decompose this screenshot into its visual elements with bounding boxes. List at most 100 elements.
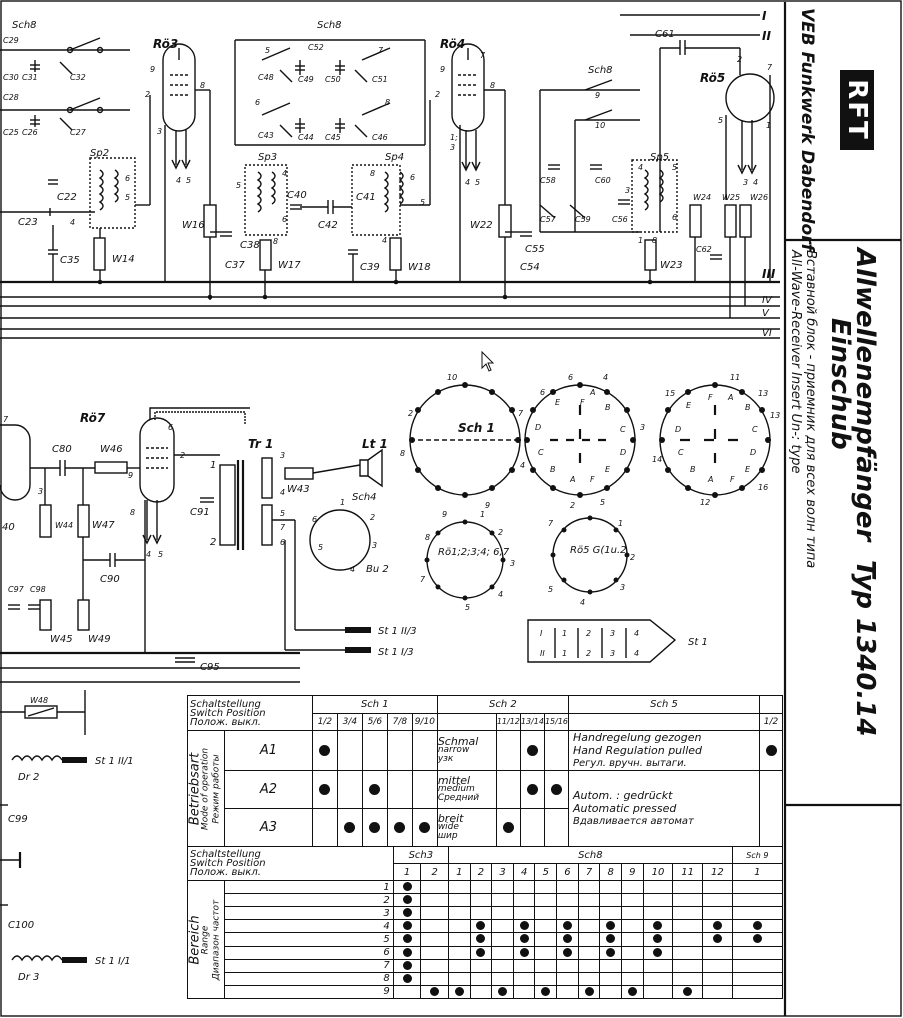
svg-text:5: 5 [718, 116, 723, 125]
range-cell [620, 945, 644, 960]
dot-marker [562, 921, 572, 931]
range-cell [577, 919, 601, 934]
range-number: 2 [224, 893, 394, 908]
dot-marker [765, 744, 777, 756]
dot-marker [369, 783, 381, 795]
svg-text:3: 3 [157, 127, 162, 136]
table-row: 8 [188, 971, 784, 986]
mouse-cursor-icon [481, 350, 495, 372]
dot-marker [519, 947, 529, 957]
range-number: 7 [224, 958, 394, 973]
tube-label: Rö3 [153, 37, 178, 51]
svg-text:4: 4 [520, 461, 525, 470]
dot-marker [319, 744, 331, 756]
range-cell [599, 932, 622, 947]
svg-text:5: 5 [265, 46, 270, 55]
resistor-label: W18 [408, 262, 431, 273]
resistor-label: W14 [112, 254, 135, 265]
svg-text:C54: C54 [520, 262, 540, 273]
range-cell [731, 971, 784, 986]
range-cell [731, 919, 784, 934]
svg-text:6: 6 [168, 423, 173, 432]
svg-text:C80: C80 [52, 444, 72, 455]
dot-marker [402, 960, 412, 970]
svg-text:1: 1 [340, 498, 345, 507]
resistor-label: W22 [470, 220, 493, 231]
svg-text:B: B [605, 403, 611, 412]
range-cell [420, 879, 449, 895]
svg-text:9: 9 [485, 501, 490, 510]
svg-text:2: 2 [586, 649, 591, 658]
svg-text:C50: C50 [325, 75, 341, 84]
svg-text:4: 4 [382, 236, 387, 245]
svg-text:C31: C31 [22, 73, 38, 82]
svg-text:C30: C30 [3, 73, 19, 82]
svg-text:7: 7 [378, 46, 384, 55]
switch-label: Sch8 [588, 65, 613, 76]
svg-text:8: 8 [490, 81, 495, 90]
svg-text:4: 4 [498, 590, 503, 599]
svg-text:6: 6 [672, 213, 677, 222]
range-cell [731, 879, 784, 895]
svg-text:C90: C90 [100, 574, 120, 585]
svg-text:16: 16 [758, 483, 768, 492]
svg-text:7: 7 [518, 409, 524, 418]
mode-table: Schaltstellung Switch Position Полож. вы… [187, 695, 783, 847]
socket-label: Bu 2 [366, 564, 389, 575]
range-cell [512, 919, 536, 934]
resistor-label: W16 [182, 220, 205, 231]
svg-text:C: C [538, 448, 544, 457]
svg-text:4: 4 [146, 550, 151, 559]
range-cell [447, 932, 471, 947]
range-cell [491, 984, 514, 1000]
sch3-header: Sch3 [392, 846, 449, 864]
range-cell [642, 893, 674, 908]
coil-label: Sp2 [90, 148, 109, 159]
range-cell [420, 906, 449, 921]
sch5-header: Sch 5 [568, 695, 760, 714]
range-cell [620, 958, 644, 973]
resistor-label: W24 [693, 193, 711, 202]
range-cell [620, 879, 644, 895]
svg-text:6: 6 [125, 174, 130, 183]
range-cell [556, 971, 579, 986]
switch-label: Sch 1 [458, 421, 495, 435]
resistor-label: W47 [92, 520, 115, 531]
dot-marker [683, 986, 693, 996]
range-cell [512, 958, 536, 973]
range-cell [556, 879, 579, 895]
svg-text:4: 4 [350, 565, 355, 574]
range-cell [534, 971, 558, 986]
dot-marker [476, 934, 486, 944]
dot-marker [402, 895, 412, 905]
range-cell [702, 984, 733, 1000]
svg-text:C55: C55 [525, 244, 545, 255]
bus-label: II [762, 29, 771, 43]
dot-marker [526, 744, 538, 756]
range-cell [642, 919, 674, 934]
range-cell [469, 879, 493, 895]
range-cell [534, 958, 558, 973]
range-cell [420, 932, 449, 947]
svg-text:II: II [540, 649, 545, 658]
svg-text:C44: C44 [298, 133, 314, 142]
svg-text:5: 5 [548, 585, 553, 594]
dot-marker [653, 921, 663, 931]
range-cell [491, 879, 514, 895]
svg-text:4: 4 [465, 178, 470, 187]
range-cell [447, 919, 471, 934]
transformer-label: Tr 1 [248, 437, 273, 451]
range-cell [672, 906, 704, 921]
range-cell [556, 932, 579, 947]
svg-text:3: 3 [610, 629, 615, 638]
range-cell [469, 906, 493, 921]
range-cell [672, 932, 704, 947]
choke-label: Dr 3 [18, 972, 39, 983]
svg-text:14: 14 [652, 455, 662, 464]
dot-marker [526, 783, 538, 795]
svg-text:5: 5 [236, 181, 241, 190]
dot-marker [541, 986, 551, 996]
dot-marker [519, 934, 529, 944]
